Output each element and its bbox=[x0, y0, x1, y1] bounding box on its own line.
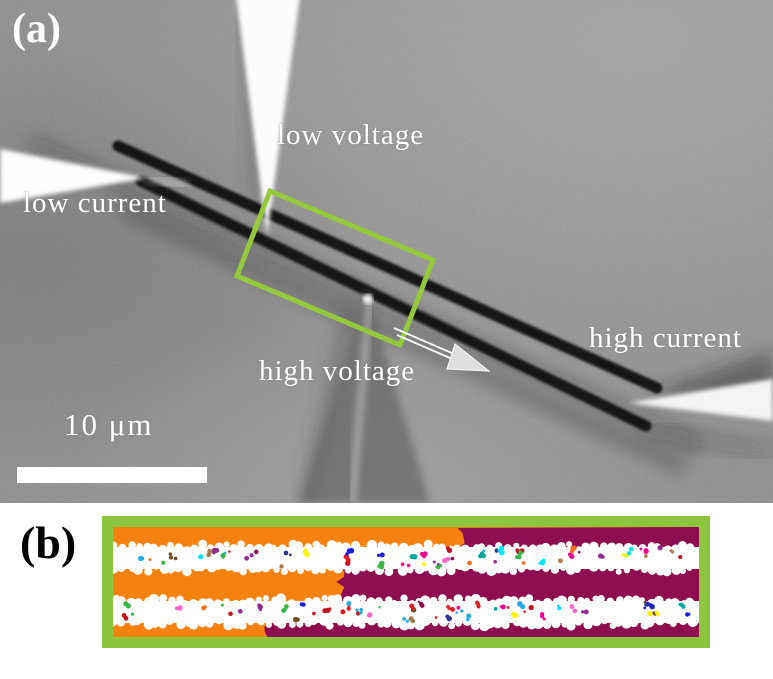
nanowire-upper bbox=[112, 140, 663, 394]
right-probe-tip bbox=[628, 379, 773, 421]
top-probe-tip bbox=[236, 0, 300, 236]
scale-bar-label: 10 μm bbox=[64, 407, 154, 442]
nanowires bbox=[112, 140, 663, 432]
bottom-probe-tip bbox=[300, 290, 430, 503]
probe-tips bbox=[0, 0, 773, 503]
panel-b-label: (b) bbox=[20, 517, 77, 568]
sem-image bbox=[0, 0, 773, 503]
panel-a-label: (a) bbox=[12, 6, 61, 52]
annotation-low-current: low current bbox=[23, 187, 167, 219]
grain-map bbox=[108, 527, 699, 637]
highlight-box bbox=[233, 187, 437, 349]
annotation-high-current: high current bbox=[589, 322, 742, 354]
annotation-low-voltage: low voltage bbox=[277, 119, 425, 151]
arrow-icon bbox=[393, 327, 491, 372]
left-probe-tip bbox=[0, 149, 147, 203]
annotation-high-voltage: high voltage bbox=[259, 355, 416, 387]
nanowire-lower bbox=[135, 175, 652, 432]
scale-bar bbox=[17, 467, 207, 483]
grain-map-frame bbox=[102, 516, 710, 648]
